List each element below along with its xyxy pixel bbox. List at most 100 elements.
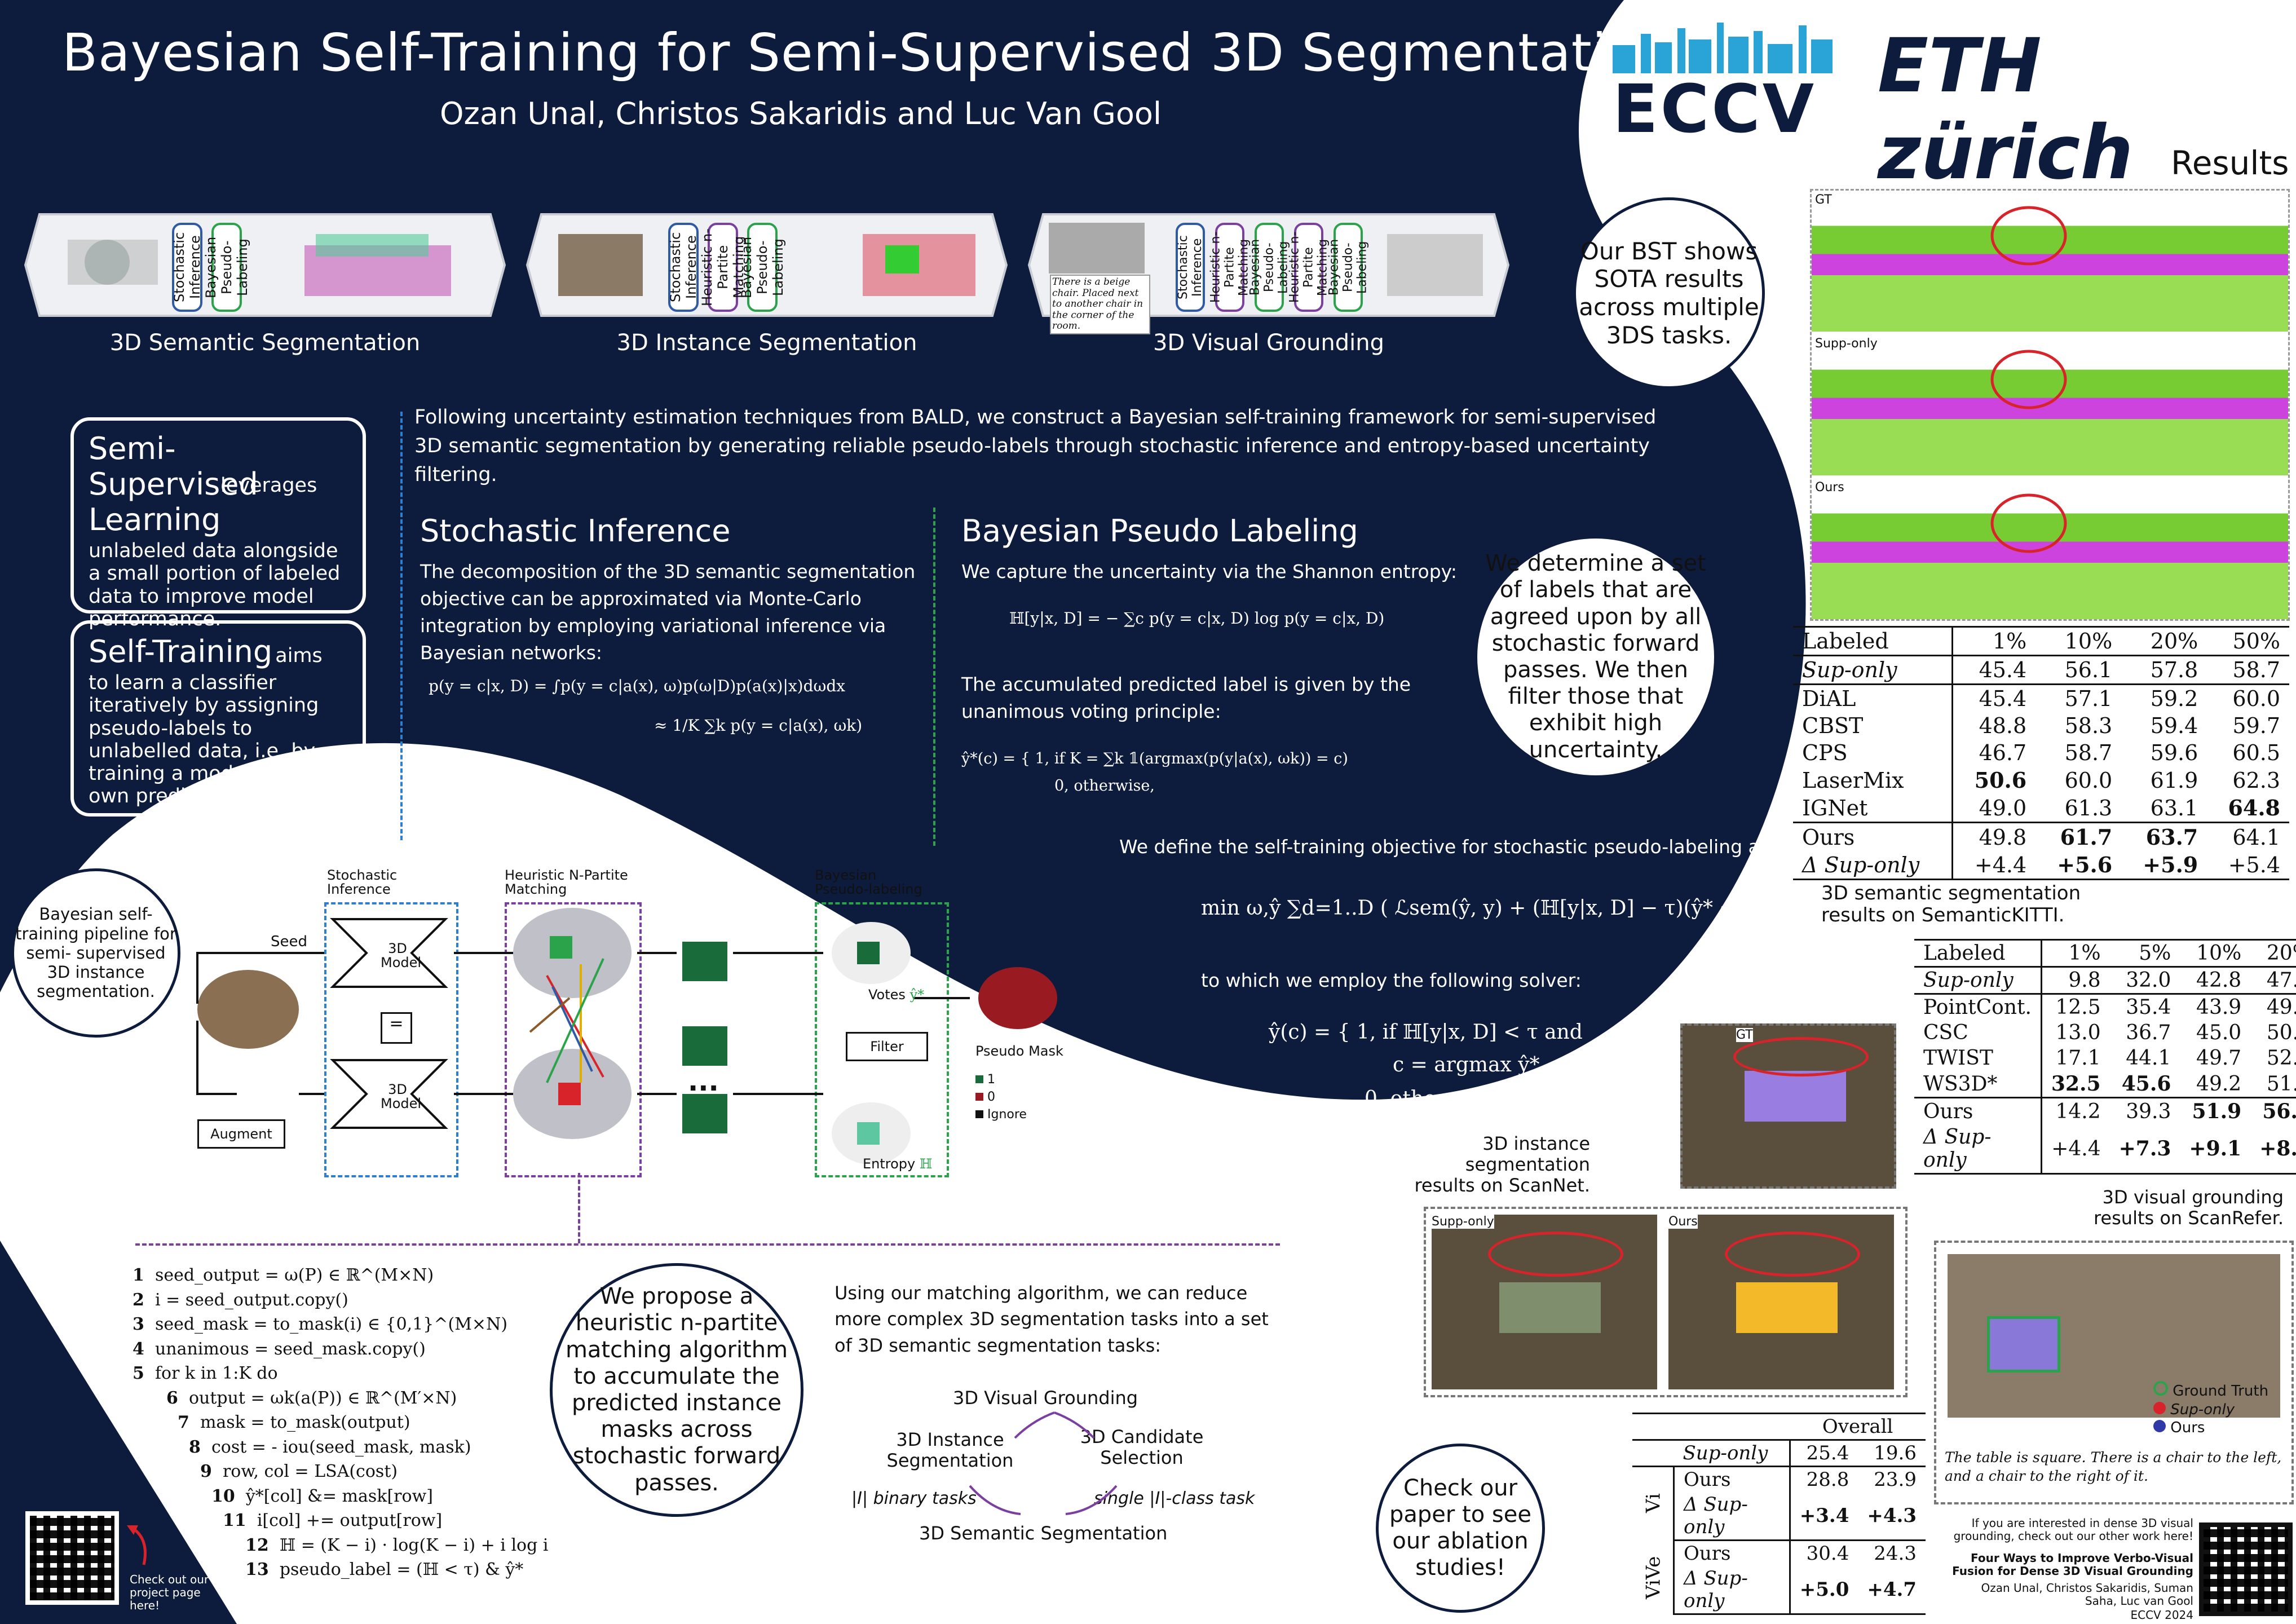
algo-line-1: 1 seed_output = ω(P) ∈ ℝ^(M×N) [133,1265,434,1285]
bpl-eq4c: 0, otherwise, [1365,1087,1499,1110]
bayesian-dashed-box [815,902,949,1177]
scannet-label-gt: GT [1736,1028,1753,1042]
task-panel-grounding: There is a beige chair. Placed next to a… [1026,211,1511,334]
intro-text: Following uncertainty estimation techniq… [414,406,1657,486]
ssl-word: leverages [220,474,317,497]
legend-sup-only: Sup-only [2153,1401,2268,1419]
entropy-text: Entropy [863,1156,916,1172]
stochastic-eq1: p(y = c|x, D) = ∫p(y = c|a(x), ω)p(ω|D)p… [429,677,846,695]
model-bottom-label: 3D Model [381,1082,422,1112]
kitti-label-ours: Ours [1815,480,1844,495]
mask-legend: 1 0 Ignore [975,1071,1027,1123]
scanrefer-legend: Ground Truth Sup-only Ours [2153,1381,2268,1437]
scannet-label-sup: Supp-only [1432,1215,1494,1229]
bubble-pipeline: Bayesian self-training pipeline for semi… [11,868,180,1038]
st-title: Self-Training [89,634,273,669]
bubble-bst: Our BST shows SOTA results across multip… [1573,197,1765,389]
kitti-label-sup: Supp-only [1815,337,1878,351]
reduce-split-arrows-icon [1014,1411,1095,1439]
bubble-heuristic: We propose a heuristic n-partite matchin… [550,1263,803,1517]
table-row: Δ Sup-only+3.4+4.3 [1632,1492,1926,1541]
eccv-logo: ECCV [1613,23,1833,142]
table-row: Δ Sup-only+4.4+5.6+5.9+5.4 [1793,851,2289,880]
qr-right-venue: ECCV 2024 [2130,1608,2193,1622]
poster-title: Bayesian Self-Training for Semi-Supervis… [62,23,1673,83]
ssl-text: unlabeled data alongside a small portion… [89,540,341,630]
green-dashed-line [933,508,935,846]
bpl-heading: Bayesian Pseudo Labeling [961,513,1358,549]
reduce-inst: 3D Instance Segmentation [886,1429,1014,1471]
ssl-title: Semi-Supervised Learning [89,431,258,537]
scanrefer-caption: 3D visual grounding results on ScanRefer… [2093,1186,2284,1229]
box-heuristic-matching: Heuristic n-Partite Matching [1209,223,1251,312]
stochastic-eq2: ≈ 1/K ∑k p(y = c|a(x), ωk) [654,716,863,735]
votes-symbol: ŷ* [909,987,925,1003]
scannet-ours-image: Ours [1668,1215,1894,1389]
box-bayesian-pseudo-labeling: Bayesian Pseudo-Labeling [203,223,250,312]
reduce-merge-arrows-icon [969,1485,1118,1515]
kitti-caption: 3D semantic segmentation results on Sema… [1821,882,2081,927]
qr-right-authors: Ozan Unal, Christos Sakaridis, Suman Sah… [1981,1581,2193,1608]
task-label-grounding: 3D Visual Grounding [1153,330,1385,356]
algo-line-13: 13 pseudo_label = (ℍ < τ) & ŷ* [245,1560,524,1579]
qr-code-project[interactable] [25,1511,119,1605]
box-stochastic-inference: Stochastic Inference [1176,223,1205,312]
reduce-binary: |I| binary tasks [851,1489,977,1508]
bubble-ablation: Check our paper to see our ablation stud… [1376,1444,1545,1613]
algo-line-7: 7 mask = to_mask(output) [178,1413,410,1432]
bpl-text3: We define the self-training objective fo… [1119,836,1776,858]
algo-line-3: 3 seed_mask = to_mask(i) ∈ {0,1}^(M×N) [133,1314,508,1334]
scannet-sup-image: Supp-only [1432,1215,1657,1389]
task-label-instance: 3D Instance Segmentation [616,330,917,356]
qr-right-note: If you are interested in dense 3D visual… [1953,1516,2193,1543]
reduce-single: single |I|-class task [1094,1489,1255,1508]
matching-dashed-box [505,902,642,1177]
pipeline-ellipsis: ... [688,1066,719,1097]
blue-dashed-line [400,412,403,840]
bpl-eq2a: ŷ*(c) = { 1, if K = ∑k 𝟙(argmax(p(y|a(x)… [961,750,1348,767]
algo-line-10: 10 ŷ*[col] &= mask[row] [211,1486,433,1506]
kitti-images: GT Supp-only Ours [1810,189,2290,621]
bpl-eq4b: c = argmax ŷ* [1393,1053,1540,1076]
legend-item-0: 0 [975,1089,1027,1106]
stochastic-text: The decomposition of the 3D semantic seg… [420,561,916,664]
st-word: aims [275,645,323,667]
box-bayesian-pseudo-labeling-2: Bayesian Pseudo-Labeling [1327,223,1370,312]
table-header-row: Overall [1632,1413,1926,1441]
curved-arrow-icon [127,1525,147,1565]
purple-dashed-connector [578,1173,580,1243]
votes-label: Votes ŷ* [868,987,924,1003]
scanrefer-sentence: The table is square. There is a chair to… [1945,1449,2282,1484]
kitti-label-gt: GT [1815,193,1832,207]
bpl-eq3: min ω,ŷ ∑d=1..D ( ℒsem(ŷ, y) + (ℍ[y|x, D… [1201,897,1767,920]
reduce-vg: 3D Visual Grounding [953,1387,1138,1409]
scanrefer-image-box: Ground Truth Sup-only Ours The table is … [1934,1241,2294,1504]
task-panel-frame [24,213,506,317]
table-row: WS3D*32.545.649.251.3 [1914,1071,2296,1098]
reduce-sem: 3D Semantic Segmentation [919,1522,1168,1544]
filter-box: Filter [846,1032,928,1061]
bpl-text1: We capture the uncertainty via the Shann… [961,561,1457,582]
bpl-eq2b: 0, otherwise, [1054,777,1155,795]
table-row: Δ Sup-only+5.0+4.7 [1632,1566,1926,1615]
task-panel-instance: Stochastic Inference Heuristic n-Partite… [524,211,1009,319]
eth-logo: ETH zürich [1878,23,2134,196]
qr-code-related-work[interactable] [2199,1522,2293,1616]
box-bayesian-pseudo-labeling: Bayesian Pseudo-Labeling [1248,223,1291,312]
bpl-text2: The accumulated predicted label is given… [961,673,1411,722]
st-text: to learn a classifier iteratively by ass… [89,672,319,808]
